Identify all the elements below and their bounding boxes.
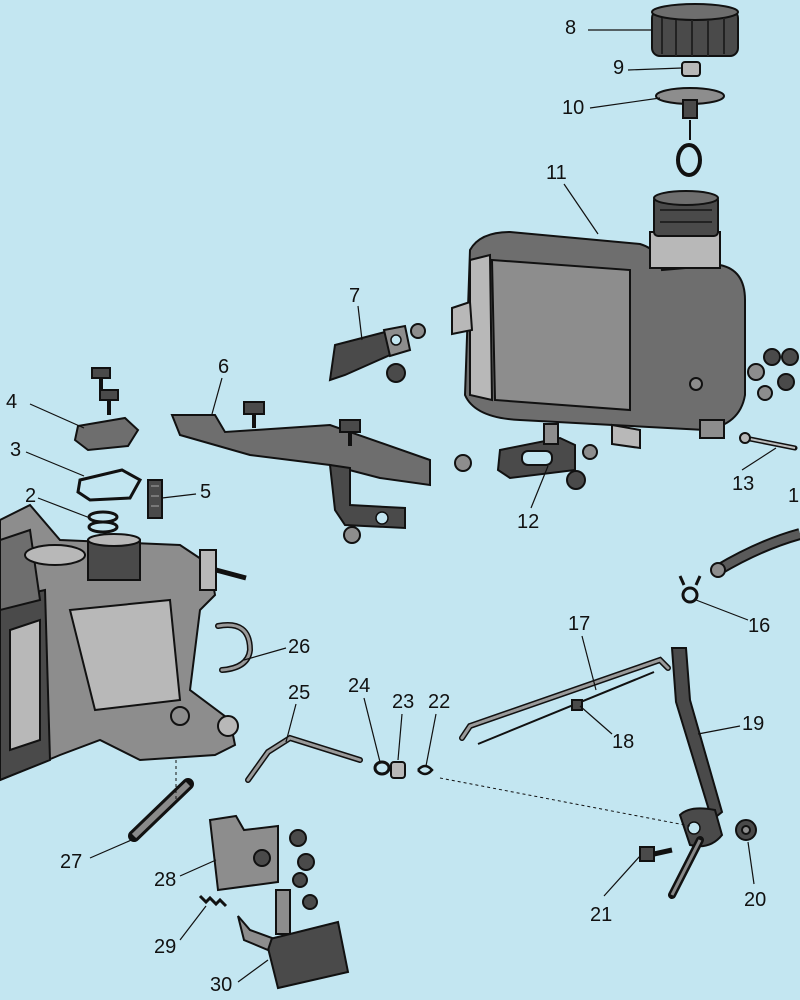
part-18-link-rod: [477, 671, 655, 745]
callout-18: 18: [612, 731, 635, 753]
part-28-bracket: [208, 814, 318, 910]
callout-13: 13: [732, 473, 755, 495]
callout-16: 16: [748, 615, 771, 637]
part-4-cover: [73, 367, 140, 452]
callout-20: 20: [744, 889, 767, 911]
callout-partial-right: 1: [788, 485, 800, 507]
callout-28: 28: [154, 869, 177, 891]
part-13-bolt: [739, 432, 798, 451]
callout-7: 7: [349, 285, 361, 307]
leader-lines: [25, 29, 777, 983]
callout-25: 25: [288, 682, 311, 704]
part-21-bolt: [639, 846, 673, 862]
part-26-hose: [215, 622, 254, 673]
tank-hardware: [454, 348, 799, 490]
part-7-bracket: [328, 323, 426, 383]
part-16-hose-clamp: [678, 575, 702, 604]
callout-29: 29: [154, 936, 177, 958]
callout-5: 5: [200, 481, 212, 503]
callout-3: 3: [10, 439, 22, 461]
callout-21: 21: [590, 904, 613, 926]
part-10-filter-flange: [655, 87, 725, 177]
part-3-gasket: [76, 468, 143, 502]
callout-30: 30: [210, 974, 233, 996]
callout-17: 17: [568, 613, 591, 635]
part-6-plate: [170, 401, 431, 544]
callout-2: 2: [25, 485, 37, 507]
part-30-bracket: [237, 889, 350, 990]
part-17-link-rod: [459, 656, 671, 741]
part-11-fuel-tank: [451, 190, 746, 450]
callout-22: 22: [428, 691, 451, 713]
part-24-washer: [373, 760, 391, 776]
callout-11: 11: [546, 162, 567, 184]
part-12-tank-bracket: [496, 423, 576, 480]
part-23-bushing: [390, 761, 406, 779]
engine-block: [0, 503, 247, 782]
callout-8: 8: [565, 17, 577, 39]
callout-6: 6: [218, 356, 230, 378]
part-22-clip: [417, 764, 434, 776]
callout-26: 26: [288, 636, 311, 658]
callout-27: 27: [60, 851, 83, 873]
callout-23: 23: [392, 691, 415, 713]
part-hose-right: [710, 528, 800, 578]
callout-12: 12: [517, 511, 540, 533]
part-19-lever: [668, 647, 724, 899]
part-20-nut: [735, 819, 757, 841]
part-27-spring-rod: [128, 778, 194, 842]
part-5-filter-element: [147, 479, 163, 519]
part-8-fuel-cap: [651, 3, 739, 57]
callout-10: 10: [562, 97, 585, 119]
callout-4: 4: [6, 391, 18, 413]
part-25-rod: [245, 734, 363, 783]
part-29-spring: [198, 894, 228, 908]
callout-19: 19: [742, 713, 765, 735]
callout-9: 9: [613, 57, 625, 79]
callout-24: 24: [348, 675, 371, 697]
part-2-o-ring: [87, 510, 119, 534]
part-9-grommet: [681, 61, 701, 77]
